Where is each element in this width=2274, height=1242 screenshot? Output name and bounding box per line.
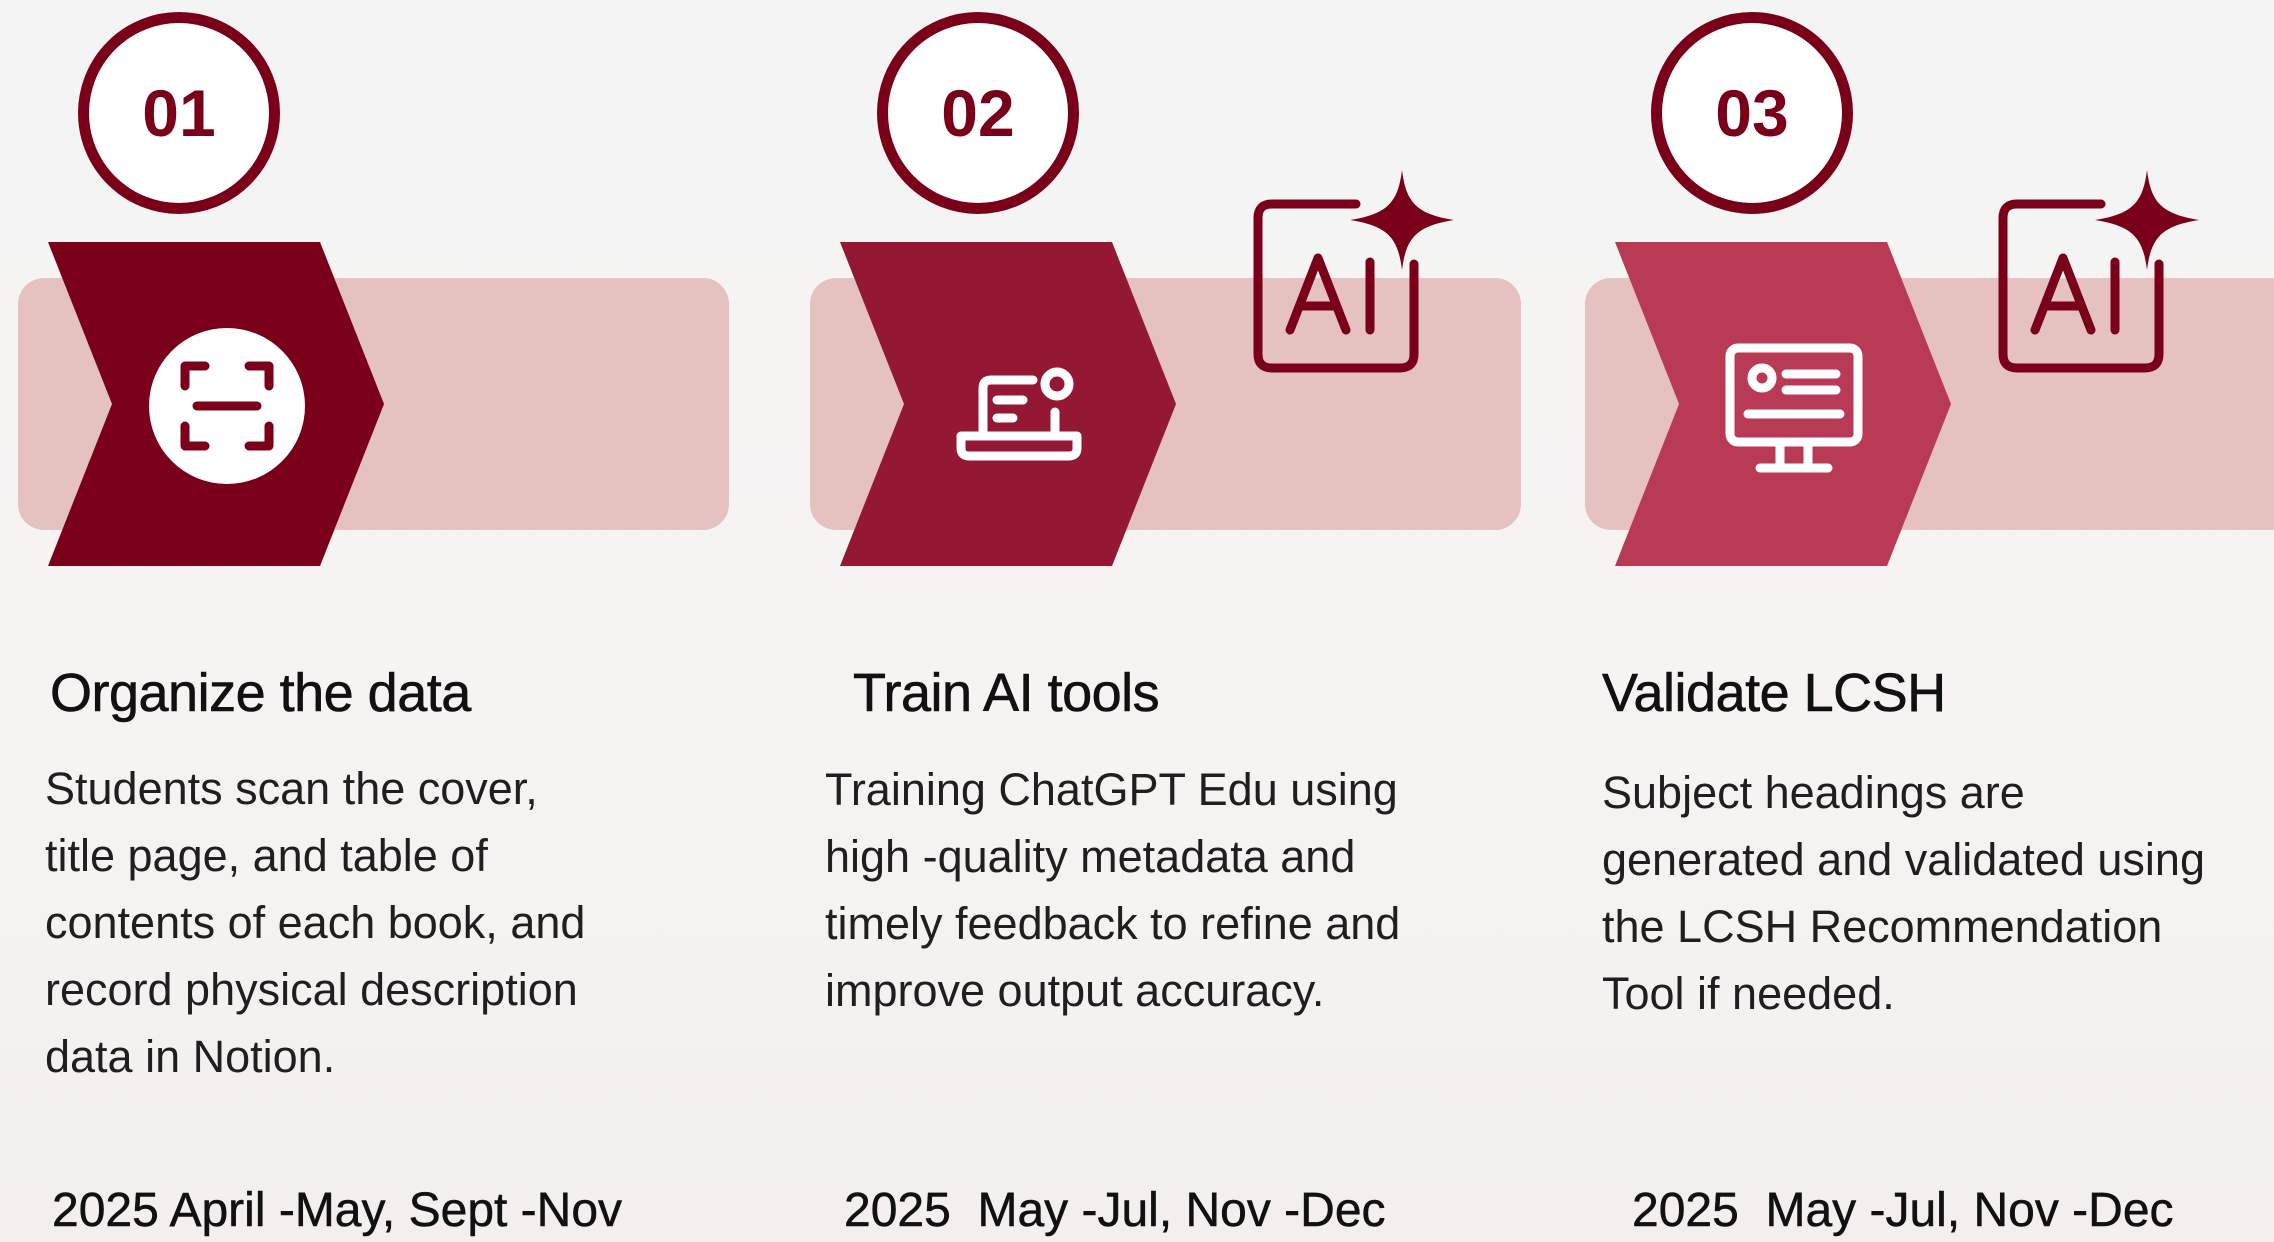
step-chevron (1615, 242, 1951, 566)
step-dates: 2025 April -May, Sept -Nov (52, 1184, 623, 1238)
step-number: 01 (78, 12, 280, 214)
step-1: 01 Organize the data Students scan the c… (0, 0, 760, 1242)
step-number: 03 (1651, 12, 1853, 214)
monitor-icon (1725, 343, 1863, 473)
scan-icon (149, 328, 305, 484)
step-dates: 2025 May -Jul, Nov -Dec (1632, 1184, 2174, 1238)
step-3: 03 Validate LCSH Subject headings are ge… (1565, 0, 2274, 1242)
step-title: Train AI tools (853, 663, 1160, 724)
step-title: Organize the data (50, 663, 472, 724)
laptop-icon (956, 367, 1082, 461)
step-description: Training ChatGPT Edu using high -quality… (825, 764, 1401, 1016)
step-dates: 2025 May -Jul, Nov -Dec (844, 1184, 1386, 1238)
step-chevron (840, 242, 1176, 566)
step-title: Validate LCSH (1602, 663, 1947, 724)
step-description: Subject headings are generated and valid… (1602, 767, 2205, 1019)
step-2: 02 Train AI tools Training ChatGPT Edu u… (790, 0, 1550, 1242)
ai-sparkle-icon (1998, 170, 2199, 373)
step-number: 02 (877, 12, 1079, 214)
ai-sparkle-icon (1253, 170, 1454, 373)
step-chevron (48, 242, 384, 566)
step-description: Students scan the cover, title page, and… (45, 763, 586, 1082)
